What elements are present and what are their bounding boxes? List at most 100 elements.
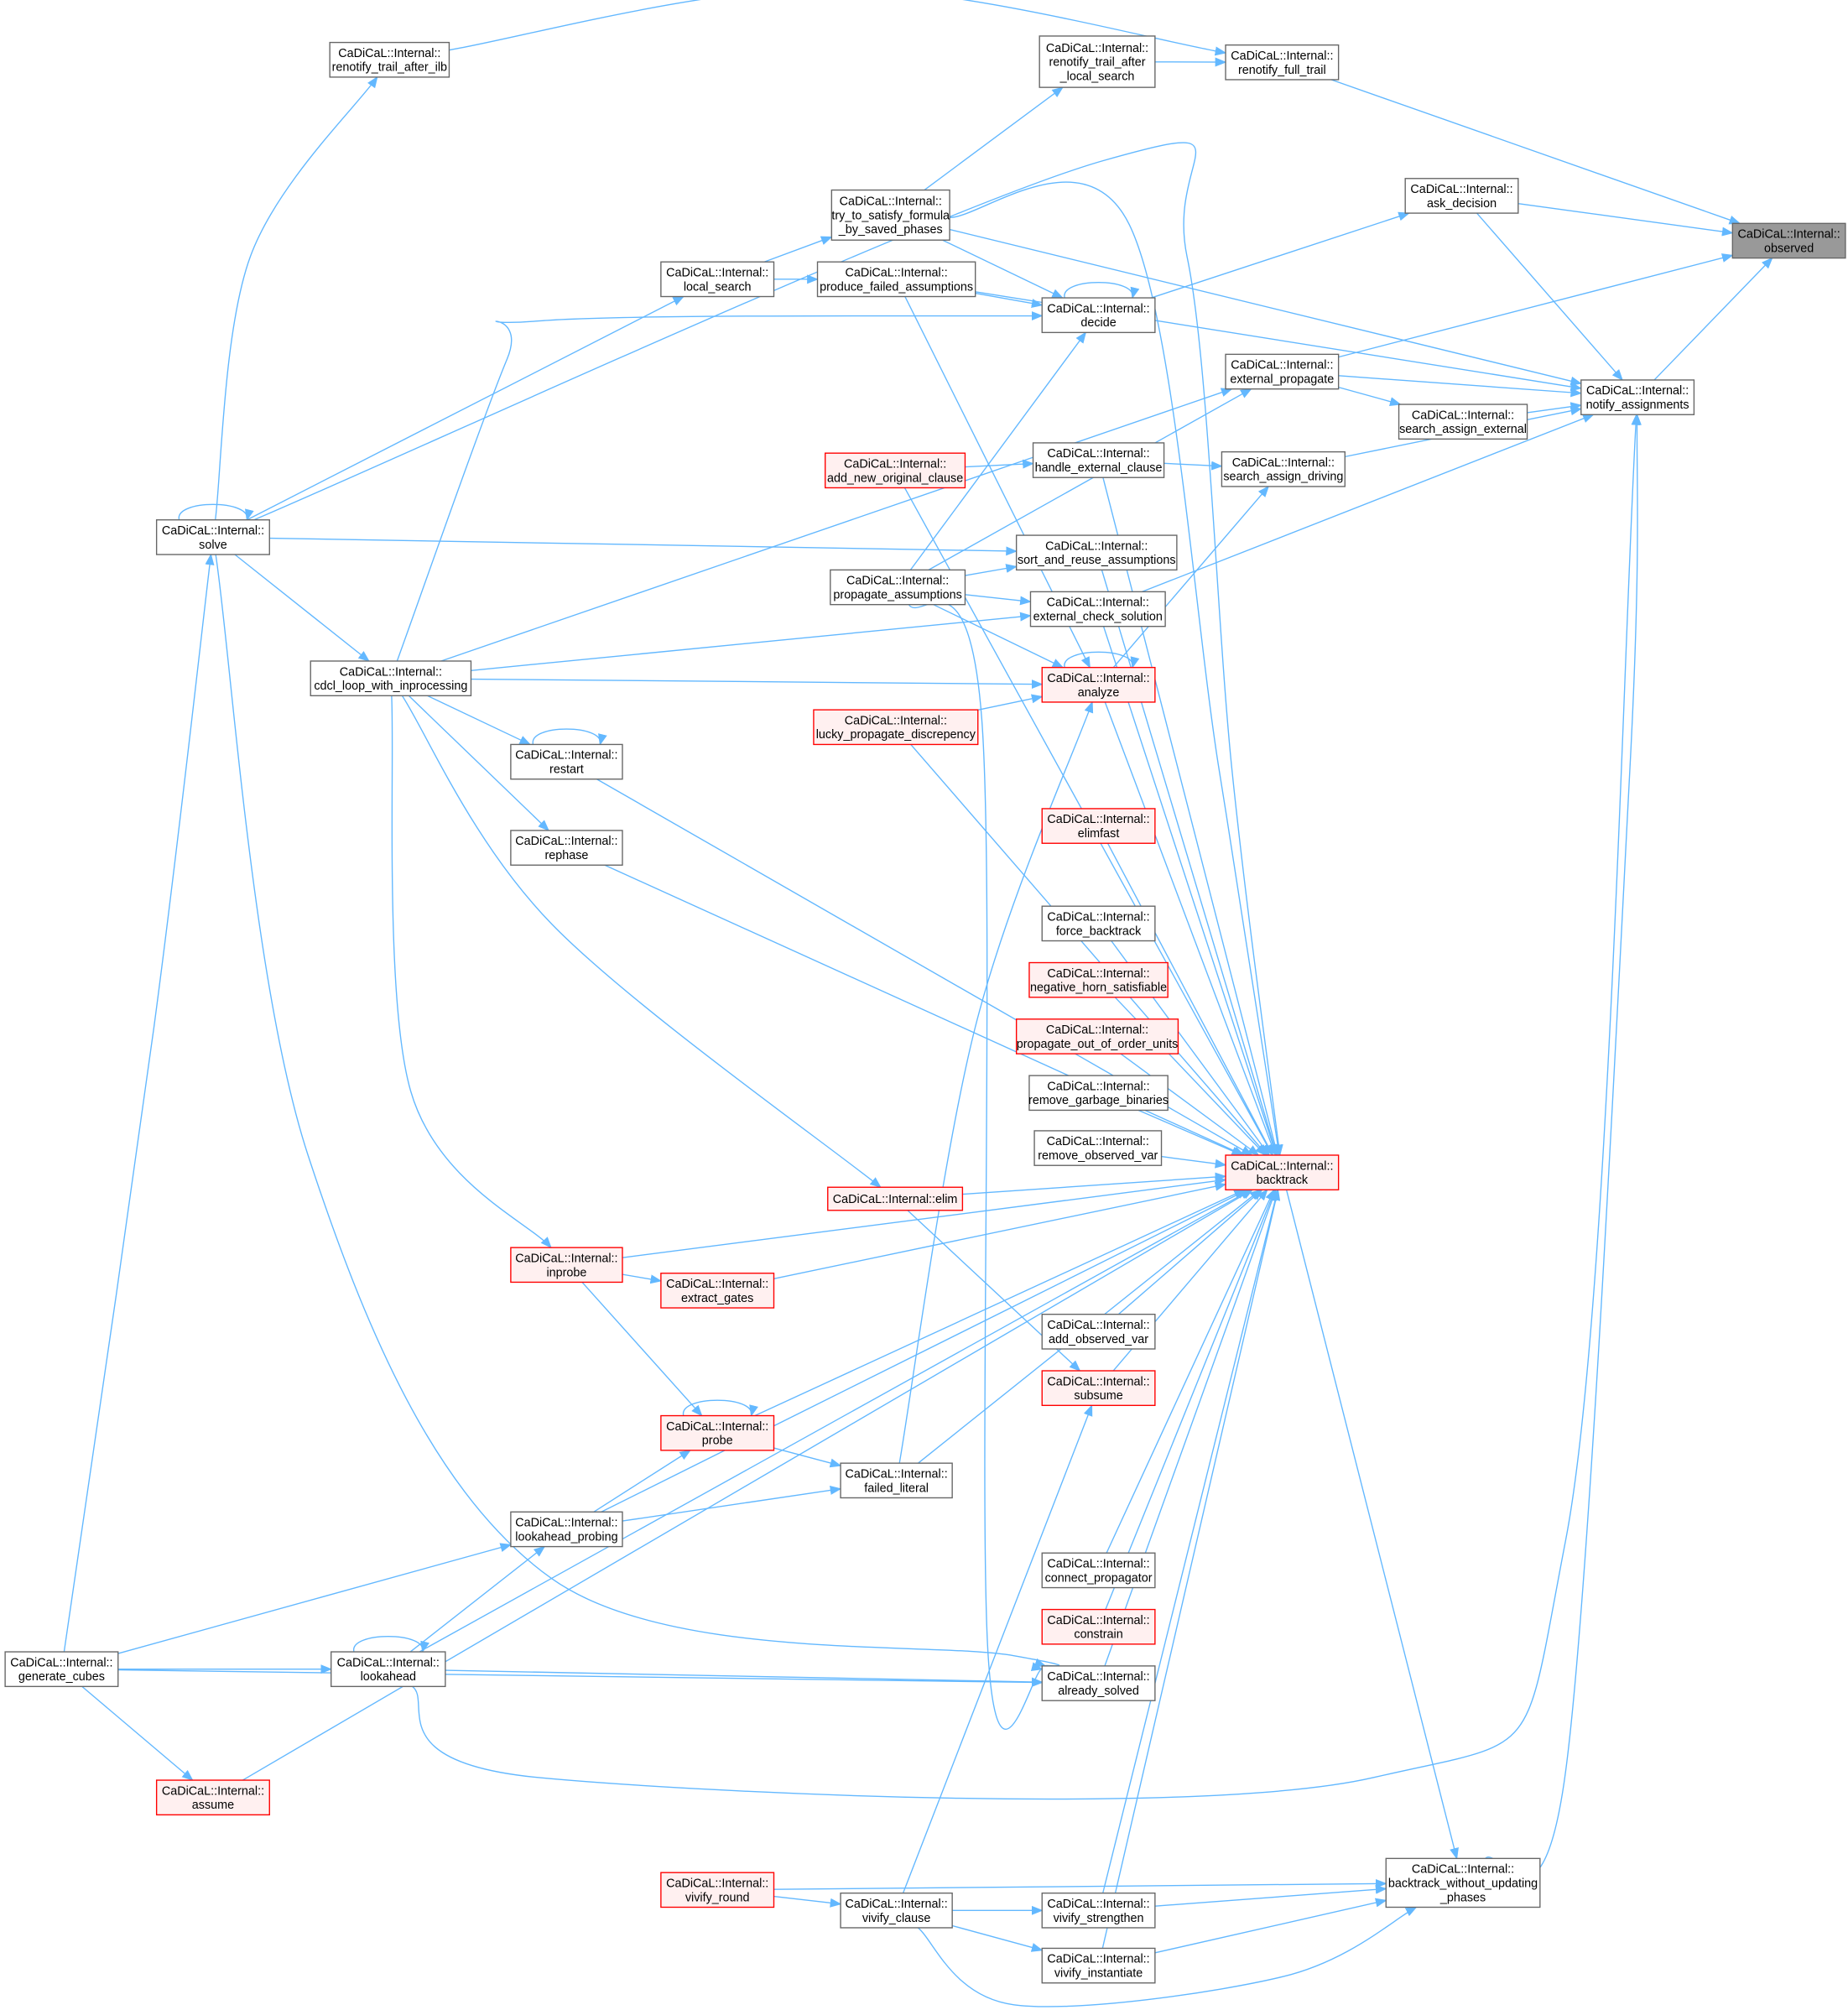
node-box[interactable]: [510, 1511, 623, 1548]
node-box[interactable]: [155, 1779, 270, 1816]
function-node-inprobe[interactable]: CaDiCaL::Internal::inprobe: [510, 1247, 623, 1284]
function-node-observed[interactable]: CaDiCaL::Internal::observed: [1731, 222, 1846, 259]
node-box[interactable]: [1041, 1608, 1156, 1645]
node-box[interactable]: [1032, 442, 1165, 478]
node-box[interactable]: [840, 1892, 953, 1929]
function-node-ask-decision[interactable]: CaDiCaL::Internal::ask_decision: [1404, 178, 1519, 214]
node-box[interactable]: [1041, 1947, 1156, 1984]
node-box[interactable]: [1041, 1665, 1156, 1701]
function-node-constrain[interactable]: CaDiCaL::Internal::constrain: [1041, 1608, 1156, 1645]
function-node-generate-cubes[interactable]: CaDiCaL::Internal::generate_cubes: [4, 1651, 119, 1688]
function-node-sort-and-reuse-assumptions[interactable]: CaDiCaL::Internal::sort_and_reuse_assump…: [1015, 534, 1178, 571]
function-node-solve[interactable]: CaDiCaL::Internal::solve: [155, 519, 270, 555]
function-node-external-check-solution[interactable]: CaDiCaL::Internal::external_check_soluti…: [1029, 591, 1166, 627]
node-box[interactable]: [830, 189, 950, 241]
function-node-produce-failed-assumptions[interactable]: CaDiCaL::Internal::produce_failed_assump…: [816, 261, 976, 298]
node-box[interactable]: [329, 41, 450, 78]
node-box[interactable]: [1225, 44, 1340, 81]
node-box[interactable]: [1033, 1130, 1163, 1166]
function-node-cdcl-loop-with-inprocessing[interactable]: CaDiCaL::Internal::cdcl_loop_with_inproc…: [310, 660, 472, 696]
function-node-failed-literal[interactable]: CaDiCaL::Internal::failed_literal: [840, 1462, 953, 1499]
node-box[interactable]: [1015, 1018, 1179, 1054]
node-box[interactable]: [1225, 353, 1340, 390]
node-box[interactable]: [1041, 808, 1156, 844]
node-box[interactable]: [510, 830, 623, 866]
function-node-add-observed-var[interactable]: CaDiCaL::Internal::add_observed_var: [1041, 1314, 1156, 1350]
node-box[interactable]: [1385, 1857, 1541, 1908]
function-node-subsume[interactable]: CaDiCaL::Internal::subsume: [1041, 1370, 1156, 1407]
node-box[interactable]: [1580, 379, 1695, 415]
node-box[interactable]: [1041, 1892, 1156, 1929]
function-node-search-assign-external[interactable]: CaDiCaL::Internal::search_assign_externa…: [1398, 404, 1528, 440]
node-box[interactable]: [1015, 534, 1178, 571]
function-node-negative-horn-satisfiable[interactable]: CaDiCaL::Internal::negative_horn_satisfi…: [1028, 961, 1169, 998]
node-box[interactable]: [1225, 1154, 1340, 1190]
function-node-rephase[interactable]: CaDiCaL::Internal::rephase: [510, 830, 623, 866]
function-node-add-new-original-clause[interactable]: CaDiCaL::Internal::add_new_original_clau…: [825, 452, 966, 489]
node-box[interactable]: [660, 1872, 775, 1908]
function-node-already-solved[interactable]: CaDiCaL::Internal::already_solved: [1041, 1665, 1156, 1701]
function-node-vivify-instantiate[interactable]: CaDiCaL::Internal::vivify_instantiate: [1041, 1947, 1156, 1984]
function-node-try-to-satisfy[interactable]: CaDiCaL::Internal::try_to_satisfy_formul…: [830, 189, 950, 241]
node-box[interactable]: [660, 1414, 775, 1451]
node-box[interactable]: [830, 569, 966, 606]
function-node-restart[interactable]: CaDiCaL::Internal::restart: [510, 743, 623, 780]
function-node-probe[interactable]: CaDiCaL::Internal::probe: [660, 1414, 775, 1451]
node-box[interactable]: [1041, 297, 1156, 334]
function-node-decide[interactable]: CaDiCaL::Internal::decide: [1041, 297, 1156, 334]
function-node-external-propagate[interactable]: CaDiCaL::Internal::external_propagate: [1225, 353, 1340, 390]
function-node-propagate-assumptions[interactable]: CaDiCaL::Internal::propagate_assumptions: [830, 569, 966, 606]
function-node-backtrack[interactable]: CaDiCaL::Internal::backtrack: [1225, 1154, 1340, 1190]
node-box[interactable]: [660, 1273, 775, 1309]
node-box[interactable]: [4, 1651, 119, 1688]
node-box[interactable]: [1028, 961, 1169, 998]
function-node-lucky-propagate-discrepency[interactable]: CaDiCaL::Internal::lucky_propagate_discr…: [813, 709, 979, 746]
node-box[interactable]: [1041, 1314, 1156, 1350]
node-box[interactable]: [1029, 591, 1166, 627]
node-box[interactable]: [331, 1651, 446, 1688]
node-box[interactable]: [813, 709, 979, 746]
node-box[interactable]: [1041, 666, 1156, 703]
function-node-force-backtrack[interactable]: CaDiCaL::Internal::force_backtrack: [1041, 905, 1156, 942]
function-node-renotify-trail-after-local-search[interactable]: CaDiCaL::Internal::renotify_trail_after_…: [1039, 35, 1156, 88]
function-node-backtrack-without-updating-phases[interactable]: CaDiCaL::Internal::backtrack_without_upd…: [1385, 1857, 1541, 1908]
node-box[interactable]: [1028, 1075, 1169, 1112]
node-box[interactable]: [1041, 1370, 1156, 1407]
node-box[interactable]: [816, 261, 976, 298]
node-box[interactable]: [1398, 404, 1528, 440]
function-node-renotify-full-trail[interactable]: CaDiCaL::Internal::renotify_full_trail: [1225, 44, 1340, 81]
node-box[interactable]: [155, 519, 270, 555]
function-node-vivify-clause[interactable]: CaDiCaL::Internal::vivify_clause: [840, 1892, 953, 1929]
function-node-assume[interactable]: CaDiCaL::Internal::assume: [155, 1779, 270, 1816]
function-node-search-assign-driving[interactable]: CaDiCaL::Internal::search_assign_driving: [1221, 450, 1346, 487]
function-node-elim[interactable]: CaDiCaL::Internal::elim: [827, 1186, 964, 1211]
function-node-extract-gates[interactable]: CaDiCaL::Internal::extract_gates: [660, 1273, 775, 1309]
function-node-notify-assignments[interactable]: CaDiCaL::Internal::notify_assignments: [1580, 379, 1695, 415]
function-node-vivify-strengthen[interactable]: CaDiCaL::Internal::vivify_strengthen: [1041, 1892, 1156, 1929]
function-node-elimfast[interactable]: CaDiCaL::Internal::elimfast: [1041, 808, 1156, 844]
node-box[interactable]: [510, 1247, 623, 1284]
node-box[interactable]: [1041, 1552, 1156, 1589]
node-box[interactable]: [840, 1462, 953, 1499]
node-box[interactable]: [1731, 222, 1846, 259]
function-node-propagate-out-of-order-units[interactable]: CaDiCaL::Internal::propagate_out_of_orde…: [1015, 1018, 1179, 1054]
node-box[interactable]: [1041, 905, 1156, 942]
function-node-lookahead[interactable]: CaDiCaL::Internal::lookahead: [331, 1651, 446, 1688]
node-box[interactable]: [827, 1186, 964, 1211]
node-box[interactable]: [310, 660, 472, 696]
node-box[interactable]: [1039, 35, 1156, 88]
function-node-local-search[interactable]: CaDiCaL::Internal::local_search: [660, 261, 775, 298]
node-box[interactable]: [825, 452, 966, 489]
node-box[interactable]: [1221, 450, 1346, 487]
function-node-connect-propagator[interactable]: CaDiCaL::Internal::connect_propagator: [1041, 1552, 1156, 1589]
node-box[interactable]: [510, 743, 623, 780]
function-node-lookahead-probing[interactable]: CaDiCaL::Internal::lookahead_probing: [510, 1511, 623, 1548]
function-node-renotify-trail-after-ilb[interactable]: CaDiCaL::Internal::renotify_trail_after_…: [329, 41, 450, 78]
node-box[interactable]: [1404, 178, 1519, 214]
function-node-handle-external-clause[interactable]: CaDiCaL::Internal::handle_external_claus…: [1032, 442, 1165, 478]
node-box[interactable]: [660, 261, 775, 298]
function-node-remove-observed-var[interactable]: CaDiCaL::Internal::remove_observed_var: [1033, 1130, 1163, 1166]
function-node-analyze[interactable]: CaDiCaL::Internal::analyze: [1041, 666, 1156, 703]
function-node-vivify-round[interactable]: CaDiCaL::Internal::vivify_round: [660, 1872, 775, 1908]
function-node-remove-garbage-binaries[interactable]: CaDiCaL::Internal::remove_garbage_binari…: [1028, 1075, 1169, 1112]
